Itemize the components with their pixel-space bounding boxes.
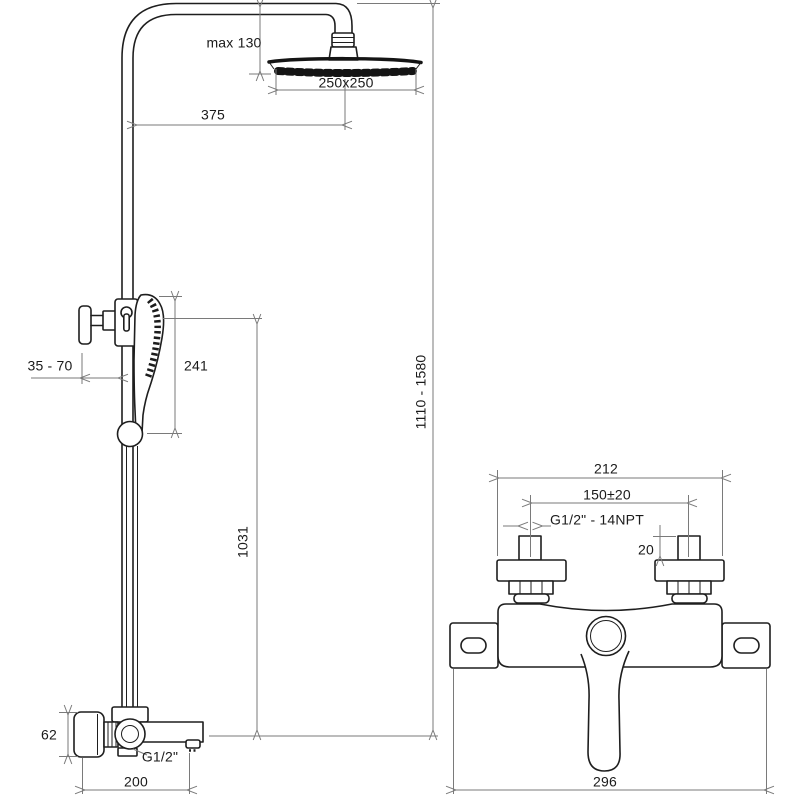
dim-label-wall-clearance: 35 - 70 xyxy=(27,357,73,374)
shower-nozzles xyxy=(274,67,417,77)
inlet-pipes xyxy=(518,535,701,561)
holder-keyhole xyxy=(120,306,133,332)
dim-label-inlet-stub: 20 xyxy=(638,541,654,558)
mixer-lever xyxy=(580,650,630,772)
dim-label-escutcheon: 62 xyxy=(41,726,57,743)
overhead-shower-head xyxy=(267,32,423,77)
hand-shower xyxy=(133,293,165,434)
dim-label-hand-shower: 241 xyxy=(184,357,208,374)
mixer-drawing xyxy=(445,470,775,795)
hex-nuts xyxy=(508,580,712,604)
hand-shower-face xyxy=(144,297,161,379)
dim-label-mixer-width: 212 xyxy=(594,460,618,477)
dimension-lines-left xyxy=(31,0,440,795)
dim-label-spout-reach: 200 xyxy=(124,773,148,790)
lever-hub xyxy=(585,615,627,657)
riser-tube xyxy=(121,2,353,713)
bath-spout xyxy=(73,706,204,758)
dim-label-head-size: 250x250 xyxy=(318,74,374,91)
dim-label-arm-reach: 375 xyxy=(201,106,225,123)
inlet-flanges xyxy=(496,559,725,582)
dim-label-max-head-drop: max 130 xyxy=(206,34,262,51)
dim-label-inlet-spacing: 150±20 xyxy=(583,486,631,503)
ear-slots xyxy=(460,637,760,654)
dim-label-spout-thread: G1/2" xyxy=(141,748,179,765)
dim-label-overall-height: 1110 - 1580 xyxy=(412,354,429,430)
dim-label-inlet-thread: G1/2" - 14NPT xyxy=(550,511,644,528)
dim-label-body-width: 296 xyxy=(593,773,617,790)
dim-label-riser-height: 1031 xyxy=(234,526,251,558)
slider-knob xyxy=(116,420,144,448)
spout-knob xyxy=(114,718,146,750)
dimension-lines-right xyxy=(445,470,775,795)
shower-column-drawing xyxy=(31,0,440,795)
